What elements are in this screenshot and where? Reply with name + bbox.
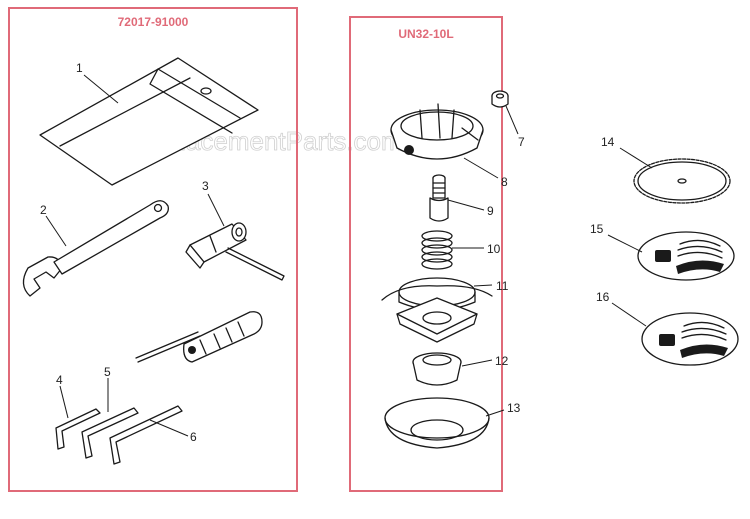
part-nut: [491, 90, 509, 108]
part-tool-bag: [39, 57, 259, 186]
part-spark-plug-wrench: [185, 222, 285, 281]
callout-12: 12: [495, 354, 509, 368]
leader-lines: [45, 74, 653, 437]
callout-15: 15: [590, 222, 604, 236]
callout-4: 4: [56, 373, 63, 387]
callout-5: 5: [104, 365, 111, 379]
part-saw-blade: [633, 158, 731, 204]
part-spanner-wrench: [22, 200, 169, 297]
part-hex-key-small: [55, 408, 101, 450]
callout-8: 8: [501, 175, 508, 189]
callout-14: 14: [601, 135, 615, 149]
kit-title-right: UN32-10L: [398, 27, 453, 41]
kit-title-left: 72017-91000: [118, 15, 189, 29]
part-blade-label-b: [641, 312, 739, 366]
callout-16: 16: [596, 290, 610, 304]
callout-13: 13: [507, 401, 521, 415]
callout-11: 11: [496, 279, 509, 293]
kit-box-right: [349, 16, 503, 492]
part-dish: [384, 397, 490, 449]
part-blade-label-a: [637, 231, 735, 281]
part-bolt: [429, 174, 449, 222]
callout-1: 1: [76, 61, 83, 75]
callout-3: 3: [202, 179, 209, 193]
callout-2: 2: [40, 203, 47, 217]
callout-6: 6: [190, 430, 197, 444]
part-screwdriver: [135, 311, 263, 363]
kit-box-left: [8, 7, 298, 492]
part-head-cover: [390, 103, 484, 160]
part-hex-key-large: [109, 405, 183, 465]
callout-10: 10: [487, 242, 501, 256]
callout-7: 7: [518, 135, 525, 149]
part-hex-key-medium: [81, 407, 139, 459]
part-cup: [412, 352, 462, 386]
part-spring: [421, 230, 453, 270]
part-spool: [381, 277, 493, 343]
callout-9: 9: [487, 204, 494, 218]
